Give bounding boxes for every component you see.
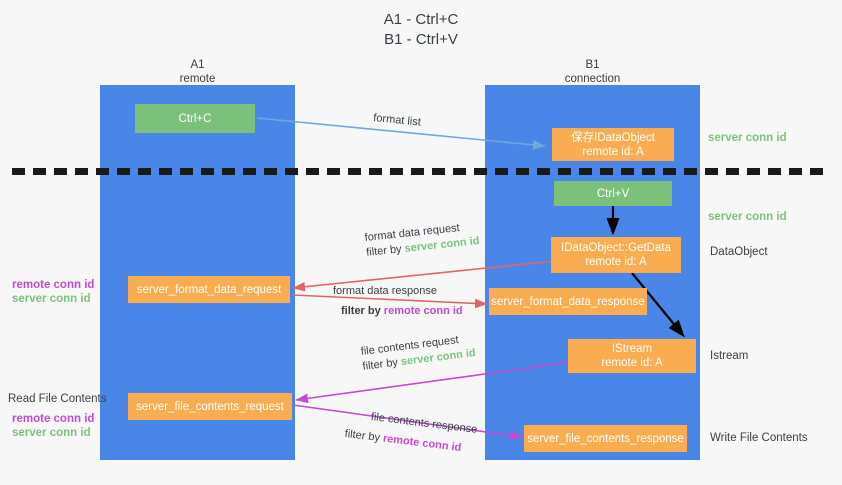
filter-prefix: filter by	[365, 243, 403, 259]
dashed-divider	[12, 168, 830, 175]
arrow-format-list	[256, 117, 546, 150]
node-istream[interactable]: IStream remote id: A	[568, 339, 696, 373]
node-idataobject-getdata-sublabel: remote id: A	[585, 256, 647, 268]
title-line-2: B1 - Ctrl+V	[384, 31, 458, 48]
arrow-file-contents-response	[292, 404, 523, 441]
node-server-format-data-response[interactable]: server_format_data_response	[489, 288, 647, 315]
edge-label-format-list-text: format list	[372, 111, 422, 129]
node-server-file-contents-request[interactable]: server_file_contents_request	[128, 393, 292, 420]
diagram-title: A1 - Ctrl+C B1 - Ctrl+V	[0, 10, 842, 50]
node-server-format-data-request-label: server_format_data_request	[136, 283, 282, 296]
left-label-read-file-contents: Read File Contents	[8, 393, 107, 405]
filter-prefix: filter by	[343, 427, 381, 445]
node-save-idataobject-sublabel: remote id: A	[582, 145, 644, 158]
node-save-idataobject[interactable]: 保存IDataObject remote id: A	[552, 128, 674, 161]
lane-a1-sub: remote	[179, 73, 216, 85]
edge-format-data-response-title: format data response	[333, 285, 437, 297]
node-ctrl-c-label: Ctrl+C	[178, 112, 212, 125]
arrow-file-contents-request	[295, 361, 573, 404]
left-label-server-conn-id-1: server conn id	[12, 293, 91, 305]
node-ctrl-v-label: Ctrl+V	[596, 187, 630, 200]
lane-b1-name: B1	[585, 59, 600, 71]
title-line-1: A1 - Ctrl+C	[383, 11, 459, 28]
right-label-dataobject: DataObject	[710, 246, 768, 258]
left-label-remote-conn-id-1: remote conn id	[12, 279, 95, 291]
edge-format-data-response-filter: filter by remote conn id	[341, 304, 463, 319]
arrow-format-data-request	[292, 260, 556, 292]
left-label-remote-conn-id-2: remote conn id	[12, 413, 95, 425]
node-ctrl-v[interactable]: Ctrl+V	[554, 181, 672, 206]
node-idataobject-getdata-label: IDataObject::GetData	[561, 242, 671, 254]
left-label-server-conn-id-2: server conn id	[12, 427, 91, 439]
node-save-idataobject-label: 保存IDataObject	[571, 131, 655, 144]
right-label-istream: Istream	[710, 350, 749, 362]
edge-label-format-data-response: format data response filter by remote co…	[333, 284, 463, 319]
filter-prefix: filter by	[361, 356, 399, 373]
right-label-server-conn-id-2: server conn id	[708, 211, 787, 223]
node-istream-sublabel: remote id: A	[601, 357, 663, 369]
node-server-format-data-response-label: server_format_data_response	[491, 295, 645, 308]
right-label-server-conn-id-1: server conn id	[708, 132, 787, 144]
arrow-getdata-to-istream	[631, 272, 685, 338]
lane-header-b1: B1 connection	[485, 58, 700, 86]
filter-key-remote-conn-id: remote conn id	[383, 305, 463, 317]
node-server-format-data-request[interactable]: server_format_data_request	[128, 276, 290, 303]
node-ctrl-c[interactable]: Ctrl+C	[135, 104, 255, 133]
filter-prefix: filter by	[341, 305, 381, 317]
node-idataobject-getdata[interactable]: IDataObject::GetData remote id: A	[551, 237, 681, 273]
node-istream-label: IStream	[611, 343, 653, 355]
lane-header-a1: A1 remote	[100, 58, 295, 86]
arrow-format-data-response	[292, 294, 488, 309]
node-server-file-contents-request-label: server_file_contents_request	[136, 400, 284, 413]
node-server-file-contents-response-label: server_file_contents_response	[527, 432, 684, 445]
right-label-write-file-contents: Write File Contents	[710, 432, 808, 444]
node-server-file-contents-response[interactable]: server_file_contents_response	[524, 425, 687, 452]
lane-a1-name: A1	[190, 59, 205, 71]
lane-b1-sub: connection	[564, 73, 621, 85]
